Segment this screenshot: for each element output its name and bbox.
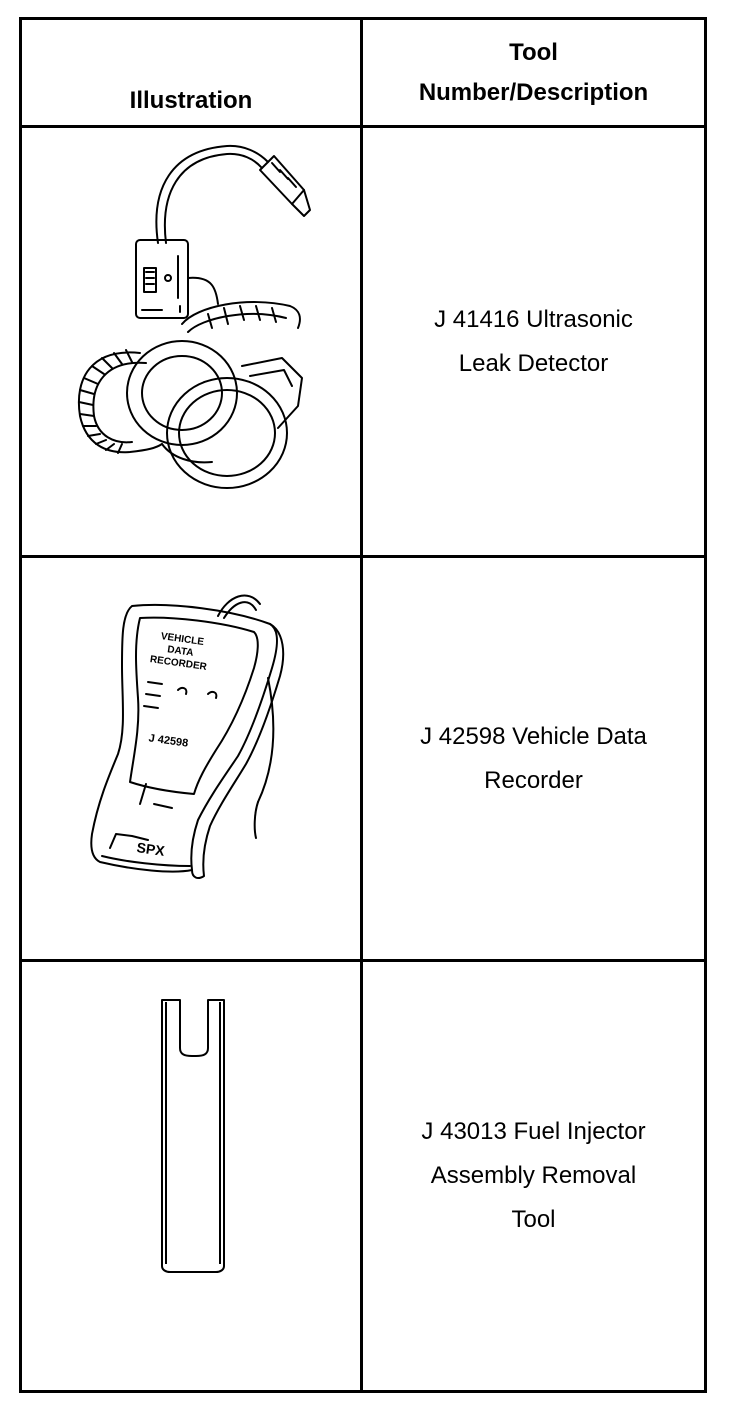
- table-column-divider: [360, 17, 363, 1393]
- row-divider-1: [19, 555, 707, 558]
- table-border-left: [19, 17, 22, 1393]
- tool-description-line: J 42598 Vehicle Data: [420, 722, 647, 750]
- description-cell-1: J 41416 Ultrasonic Leak Detector: [363, 128, 704, 555]
- device-model-label: J 42598: [148, 732, 189, 749]
- tool-description-line: Assembly Removal: [430, 1162, 637, 1189]
- header-illustration: Illustration: [22, 20, 360, 125]
- illustration-cell-1: [22, 128, 360, 555]
- tool-table: Illustration Tool Number/Description: [19, 17, 707, 1393]
- illustration-cell-2: VEHICLE DATA RECORDER J 42598 SPX: [22, 558, 360, 959]
- device-brand-logo: SPX: [136, 839, 167, 859]
- device-label-line: RECORDER: [149, 654, 208, 673]
- fuel-injector-removal-tool-illustration: [161, 999, 225, 1273]
- header-tool-description: Tool Number/Description: [363, 20, 704, 125]
- header-tool-line1: Tool: [509, 38, 558, 66]
- tool-description-line: J 41416 Ultrasonic: [434, 305, 633, 333]
- illustration-cell-3: [22, 962, 360, 1390]
- vehicle-data-recorder-illustration: VEHICLE DATA RECORDER J 42598 SPX: [90, 594, 285, 879]
- tool-description-line: Leak Detector: [458, 349, 609, 377]
- tool-description-line: Recorder: [484, 766, 583, 794]
- table-border-right: [704, 17, 707, 1393]
- header-tool-line2: Number/Description: [418, 78, 649, 106]
- row-divider-2: [19, 959, 707, 962]
- ultrasonic-leak-detector-illustration: [78, 144, 311, 489]
- table-border-bottom: [19, 1390, 707, 1393]
- tool-description-line: Tool: [511, 1206, 556, 1233]
- tool-description-line: J 43013 Fuel Injector: [421, 1118, 646, 1145]
- header-row-divider: [19, 125, 707, 128]
- device-label-line: DATA: [167, 644, 195, 659]
- description-cell-2: J 42598 Vehicle Data Recorder: [363, 558, 704, 959]
- table-border-top: [19, 17, 707, 20]
- header-illustration-label: Illustration: [129, 87, 253, 114]
- description-cell-3: J 43013 Fuel Injector Assembly Removal T…: [363, 962, 704, 1390]
